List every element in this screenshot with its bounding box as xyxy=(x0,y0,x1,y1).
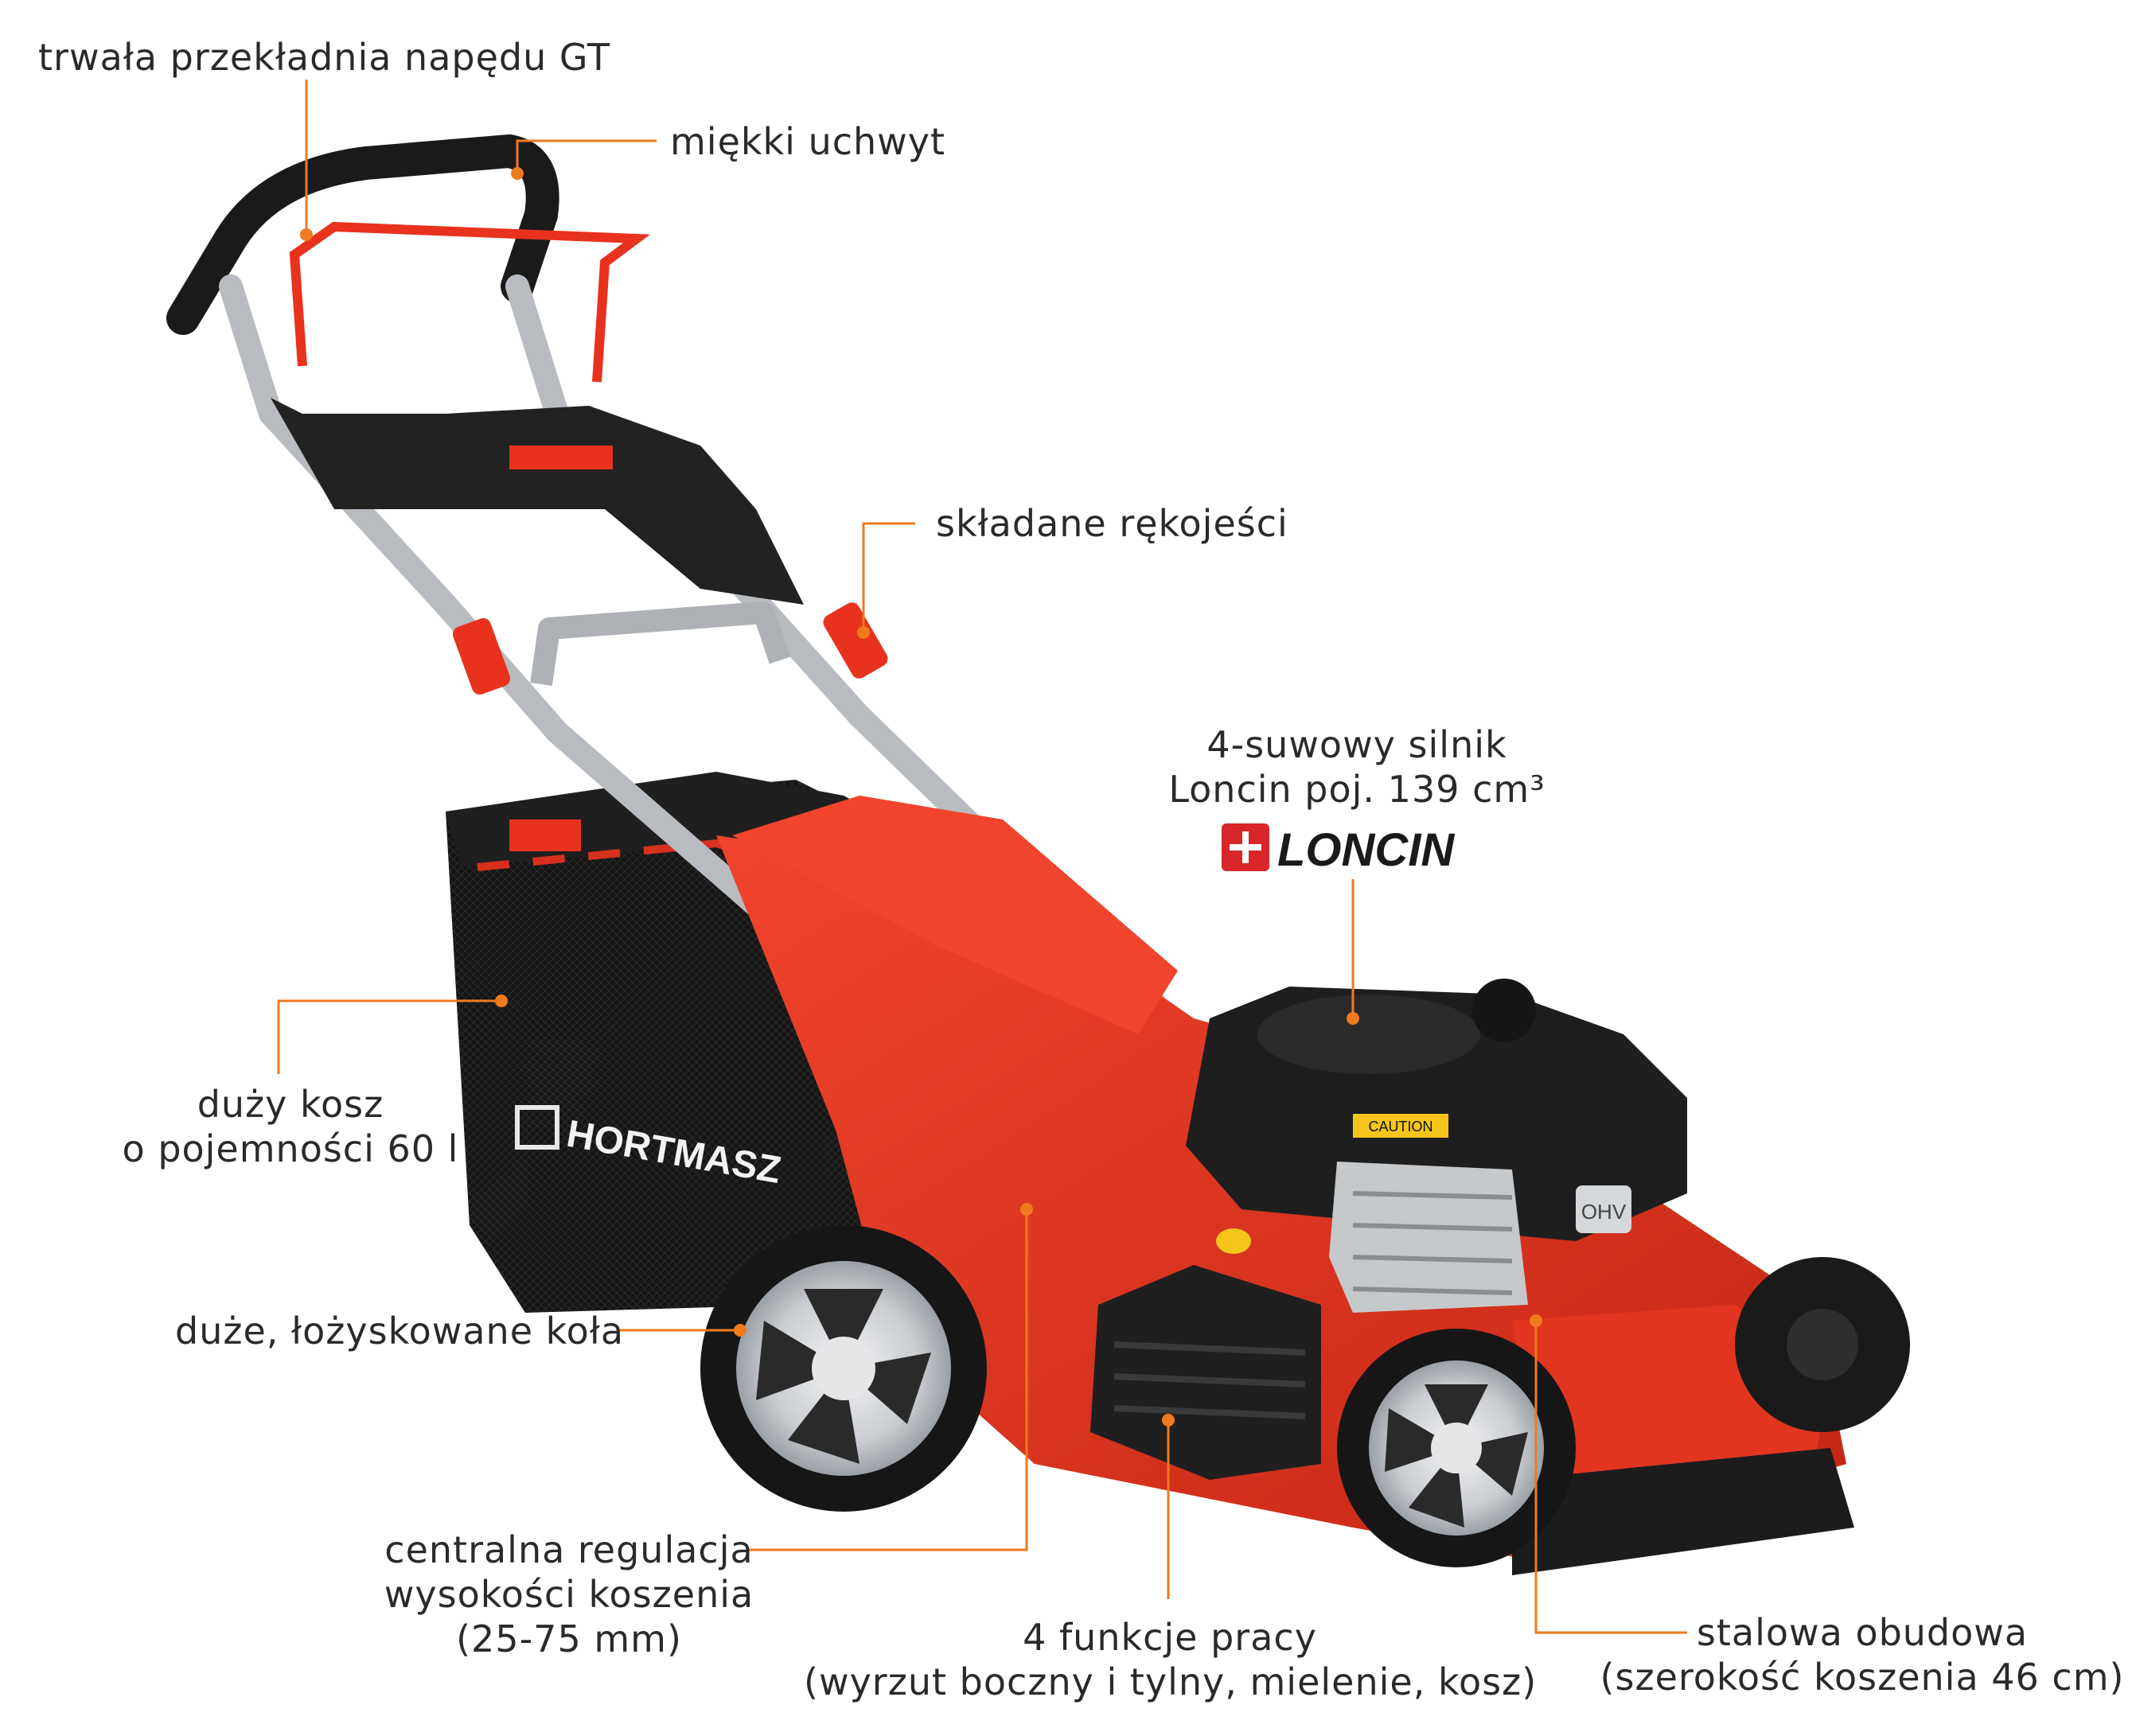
loncin-logo: LONCIN xyxy=(1222,823,1455,876)
callout-line-height xyxy=(748,1209,1028,1551)
handle-frame xyxy=(166,134,1166,1174)
caution-sticker-text: CAUTION xyxy=(1369,1119,1433,1135)
label-wheels: duże, łożyskowane koła xyxy=(175,1309,624,1353)
callout-line-grip xyxy=(516,139,657,173)
label-functions: 4 funkcje pracy (wyrzut boczny i tylny, … xyxy=(804,1615,1536,1704)
label-folding-handles-text: składane rękojeści xyxy=(936,502,1288,545)
engine-cover xyxy=(1257,995,1480,1074)
engine: CAUTION OHV xyxy=(1186,979,1687,1313)
label-housing: stalowa obudowa (szerokość koszenia 46 c… xyxy=(1600,1610,2125,1699)
loncin-text: LONCIN xyxy=(1277,824,1455,876)
label-height-adjustment: centralna regulacja wysokości koszenia (… xyxy=(374,1528,764,1661)
fuel-cap xyxy=(1472,979,1536,1042)
caution-sticker xyxy=(1353,1114,1448,1138)
label-basket-line1: duży kosz xyxy=(197,1083,384,1126)
label-housing-line1: stalowa obudowa xyxy=(1696,1611,2029,1654)
rear-right-wheel xyxy=(1735,1257,1910,1432)
label-height-line3: (25-75 mm) xyxy=(456,1617,682,1660)
basket-handle-red xyxy=(509,819,581,851)
side-discharge-cover xyxy=(1090,1265,1321,1480)
callout-line-basket xyxy=(277,999,501,1074)
ohv-badge-text: OHV xyxy=(1581,1200,1627,1224)
recoil-starter xyxy=(1329,1162,1528,1313)
label-basket: duży kosz o pojemności 60 l xyxy=(119,1082,462,1171)
soft-grip xyxy=(166,134,559,335)
label-gearbox: trwała przekładnia napędu GT xyxy=(38,35,610,80)
label-engine: 4-suwowy silnik Loncin poj. 139 cm³ xyxy=(1146,722,1568,812)
callout-lines xyxy=(277,80,1687,1634)
label-folding-handles: składane rękojeści xyxy=(936,501,1288,546)
label-engine-line2: Loncin poj. 139 cm³ xyxy=(1168,768,1545,811)
label-wheels-text: duże, łożyskowane koła xyxy=(175,1310,625,1353)
callout-line-folding xyxy=(862,522,915,633)
callout-dots xyxy=(300,167,1542,1427)
rear-wheel xyxy=(700,1225,987,1512)
label-basket-line2: o pojemności 60 l xyxy=(122,1127,459,1170)
label-functions-line1: 4 funkcje pracy xyxy=(1023,1616,1317,1659)
callout-line-housing xyxy=(1534,1321,1687,1634)
folding-clamp-left xyxy=(452,617,511,695)
ohv-badge xyxy=(1576,1185,1631,1233)
folding-clamp-right xyxy=(823,602,888,679)
label-height-line1: centralna regulacja xyxy=(384,1528,754,1571)
oil-cap xyxy=(1216,1228,1251,1254)
label-gearbox-text: trwała przekładnia napędu GT xyxy=(38,36,610,79)
label-height-line2: wysokości koszenia xyxy=(384,1573,754,1616)
front-wheel xyxy=(1337,1329,1576,1567)
label-functions-line2: (wyrzut boczny i tylny, mielenie, kosz) xyxy=(804,1660,1538,1703)
label-soft-grip: miękki uchwyt xyxy=(670,119,945,164)
handle-console xyxy=(271,398,804,605)
control-lever xyxy=(289,221,651,383)
label-engine-line1: 4-suwowy silnik xyxy=(1206,723,1507,766)
label-soft-grip-text: miękki uchwyt xyxy=(670,120,946,163)
label-housing-line2: (szerokość koszenia 46 cm) xyxy=(1600,1656,2125,1699)
